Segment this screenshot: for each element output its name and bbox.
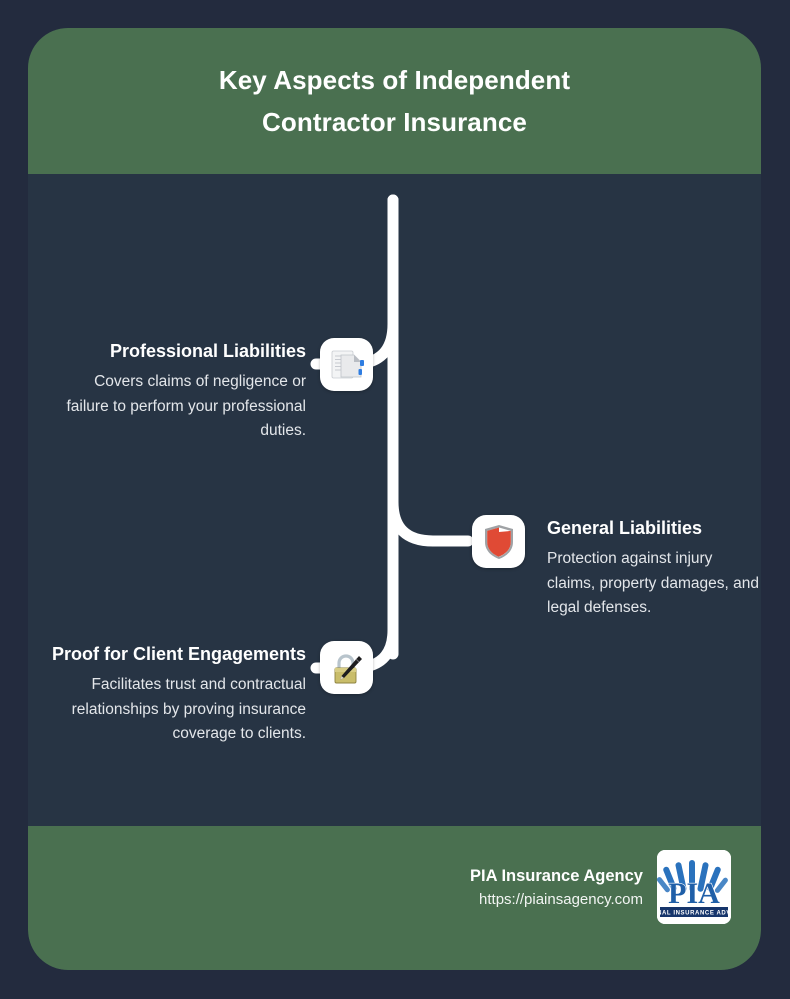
pia-logo: PIA NAL INSURANCE ADV bbox=[657, 850, 731, 924]
item-description: Protection against injury claims, proper… bbox=[547, 550, 759, 616]
item-description: Facilitates trust and contractual relati… bbox=[71, 676, 306, 742]
item-text: Proof for Client Engagements Facilitates… bbox=[50, 641, 320, 747]
footer-website-url[interactable]: https://piainsagency.com bbox=[479, 890, 643, 908]
infographic-card: Key Aspects of Independent Contractor In… bbox=[28, 28, 761, 970]
footer-band: PIA Insurance Agency https://piainsagenc… bbox=[28, 826, 761, 970]
connector-branch-general-liabilities bbox=[387, 496, 474, 547]
page-title: Key Aspects of Independent Contractor In… bbox=[115, 59, 675, 143]
footer-content: PIA Insurance Agency https://piainsagenc… bbox=[470, 850, 731, 924]
header-band: Key Aspects of Independent Contractor In… bbox=[28, 28, 761, 174]
documents-icon bbox=[320, 338, 373, 391]
item-title: General Liabilities bbox=[547, 518, 703, 538]
page-title-line-2: Contractor Insurance bbox=[262, 107, 527, 137]
footer-brand-name: PIA Insurance Agency bbox=[469, 866, 643, 885]
svg-text:PIA: PIA bbox=[668, 877, 720, 910]
page-title-line-1: Key Aspects of Independent bbox=[218, 65, 571, 95]
item-general-liabilities: General Liabilities Protection against i… bbox=[472, 515, 761, 621]
svg-text:NAL INSURANCE ADV: NAL INSURANCE ADV bbox=[657, 911, 731, 917]
item-title: Proof for Client Engagements bbox=[51, 644, 306, 664]
shield-icon bbox=[472, 515, 525, 568]
item-proof-client-engagements: Proof for Client Engagements Facilitates… bbox=[50, 641, 373, 747]
connector-diagram bbox=[310, 194, 474, 674]
footer-text: PIA Insurance Agency https://piainsagenc… bbox=[470, 864, 657, 911]
item-text: Professional Liabilities Covers claims o… bbox=[60, 338, 320, 444]
item-title: Professional Liabilities bbox=[109, 341, 306, 361]
item-description: Covers claims of negligence or failure t… bbox=[66, 373, 306, 439]
item-professional-liabilities: Professional Liabilities Covers claims o… bbox=[60, 338, 373, 444]
item-text: General Liabilities Protection against i… bbox=[525, 515, 761, 621]
lock-pen-icon bbox=[320, 641, 373, 694]
